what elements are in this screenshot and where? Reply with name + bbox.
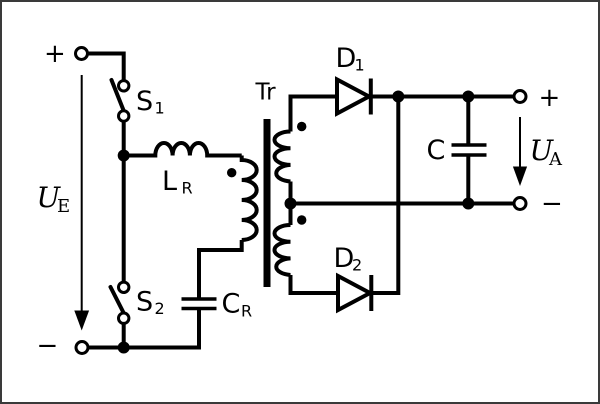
junction-dot — [462, 90, 475, 103]
winding-dot-secondary-bottom — [297, 215, 307, 225]
wire-secondary-top-to-d1 — [288, 94, 337, 132]
wire-cr-to-primary — [197, 240, 244, 299]
winding-polarity-dots — [227, 121, 307, 225]
wire-input-plus-to-s1 — [88, 51, 126, 81]
junction-dot — [462, 197, 475, 210]
filter-capacitor-c — [451, 143, 487, 157]
switch-s1 — [109, 78, 131, 123]
diode-d2-label: D — [334, 243, 355, 274]
capacitor-cr-subscript: R — [241, 302, 252, 321]
output-voltage-label: U — [530, 134, 555, 167]
arrow-head — [512, 166, 528, 186]
switch-s2-label: S — [136, 287, 153, 318]
arrow-head — [74, 310, 90, 331]
switch-s1-subscript: 1 — [155, 99, 165, 118]
transformer-core-bar — [263, 119, 271, 287]
switch-s1-label: S — [136, 86, 153, 117]
diode-d1-label: D — [336, 43, 357, 74]
transformer-primary-winding — [239, 155, 259, 242]
wire-d2-to-plus-rail — [372, 96, 401, 295]
winding-dot-primary — [227, 168, 237, 178]
diode-d2-subscript: 2 — [352, 256, 362, 275]
inductor-lr-coil — [123, 141, 242, 158]
switch-s2-contact-bottom — [117, 311, 131, 325]
switch-s1-contact-top — [117, 79, 131, 93]
output-plus-sign: + — [539, 83, 561, 113]
switch-s1-blade — [109, 78, 127, 114]
diode-d1-subscript: 1 — [355, 56, 365, 75]
switch-s2-contact-top — [117, 280, 131, 294]
junction-dot — [117, 341, 130, 354]
input-voltage-label: U — [37, 181, 62, 214]
input-negative-terminal — [74, 340, 90, 355]
transformer-secondary-top-winding — [272, 129, 291, 184]
transformer-label: Tr — [255, 80, 277, 106]
output-positive-terminal — [512, 89, 528, 104]
junction-dots — [117, 90, 475, 354]
input-voltage-arrow — [74, 75, 90, 331]
resonant-capacitor-cr — [181, 297, 217, 311]
inductor-lr-label: L — [162, 166, 177, 197]
filter-capacitor-label: C — [427, 135, 446, 166]
transformer-secondary-bottom-winding — [272, 223, 291, 277]
junction-dot — [117, 149, 130, 162]
inductor-lr-subscript: R — [182, 179, 193, 198]
junction-dot-center-tap — [284, 197, 297, 210]
input-plus-sign: + — [44, 39, 66, 69]
diode-d2-triangle — [336, 272, 375, 314]
input-minus-sign: − — [37, 331, 59, 361]
output-voltage-arrow — [512, 117, 528, 186]
switch-s2 — [108, 280, 131, 325]
wire-secondary-bottom-to-d2 — [288, 275, 338, 295]
switch-s1-contact-bottom — [117, 109, 131, 123]
capacitor-cr-label: C — [222, 289, 241, 320]
diode-d2 — [336, 272, 375, 314]
diode-d1 — [335, 76, 374, 117]
junction-dot — [392, 90, 405, 103]
winding-dot-secondary-top — [297, 121, 307, 132]
diode-d1-triangle — [335, 76, 374, 117]
output-minus-sign: − — [541, 189, 563, 219]
switch-s2-subscript: 2 — [155, 299, 165, 318]
input-voltage-subscript: E — [57, 196, 70, 217]
output-voltage-subscript: A — [548, 149, 563, 170]
switch-s2-blade — [108, 285, 127, 316]
input-positive-terminal — [74, 46, 89, 61]
output-negative-terminal — [512, 196, 528, 211]
